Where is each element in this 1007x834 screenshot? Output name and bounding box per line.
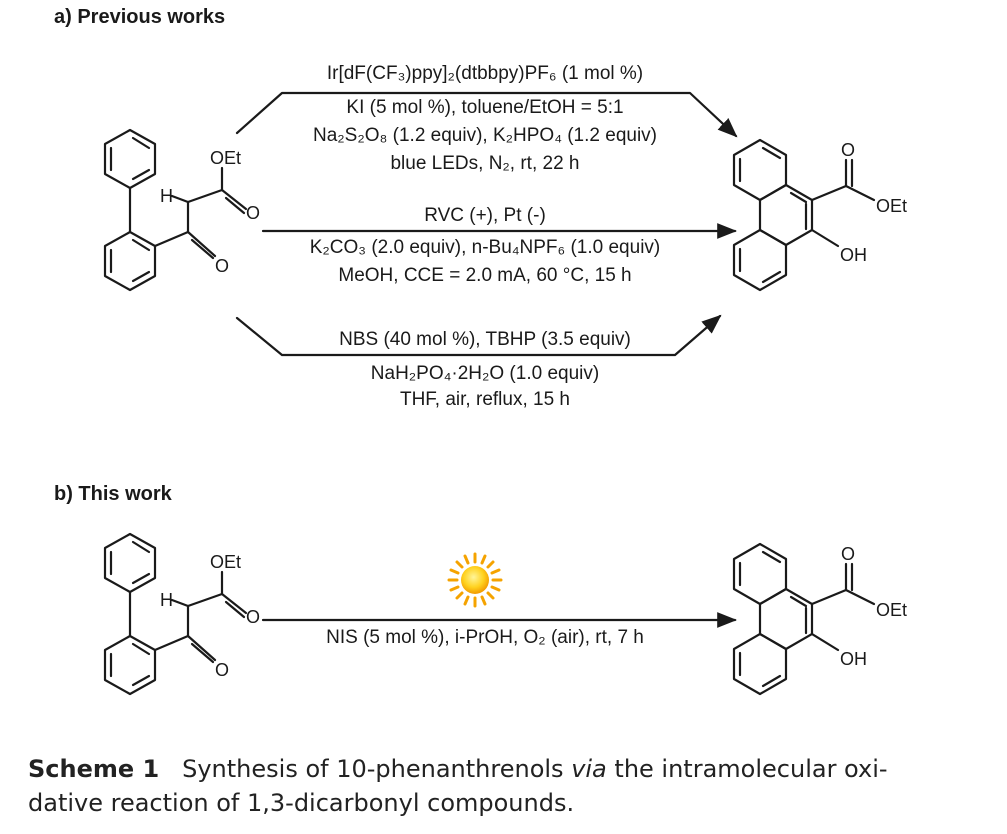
conditions-lower-3: THF, air, reflux, 15 h [399, 389, 570, 410]
label-oet-b: OEt [210, 552, 242, 572]
label-o-ester-a: O [246, 203, 261, 223]
conditions-lower-1: NBS (40 mol %), TBHP (3.5 equiv) [339, 329, 631, 350]
label-oet-product-a: OEt [876, 196, 908, 216]
conditions-lower-2: NaH₂PO₄·2H₂O (1.0 equiv) [370, 363, 600, 384]
label-h-a: H [160, 186, 173, 206]
label-o-ester-b: O [246, 607, 261, 627]
conditions-upper-4: blue LEDs, N₂, rt, 22 h [390, 153, 580, 174]
label-oh-product-a: OH [840, 245, 867, 265]
conditions-upper-1: Ir[dF(CF₃)ppy]₂(dtbbpy)PF₆ (1 mol %) [326, 63, 644, 84]
scheme-caption: Scheme 1 Synthesis of 10-phenanthrenols … [28, 752, 988, 820]
conditions-middle-1: RVC (+), Pt (-) [424, 205, 546, 226]
caption-text-2: the intramolecular oxi- [614, 755, 888, 783]
section-b-label: b) This work [54, 483, 172, 505]
label-o-product-a: O [841, 140, 856, 160]
conditions-upper-3: Na₂S₂O₈ (1.2 equiv), K₂HPO₄ (1.2 equiv) [313, 125, 657, 146]
sun-icon [447, 552, 503, 608]
label-o-ketone-b: O [215, 660, 230, 680]
conditions-middle-2: K₂CO₃ (2.0 equiv), n-Bu₄NPF₆ (1.0 equiv) [309, 237, 661, 258]
product-b [732, 542, 876, 696]
conditions-middle-3: MeOH, CCE = 2.0 mA, 60 °C, 15 h [338, 265, 632, 286]
arrow-lower [235, 314, 722, 357]
starting-material-a [103, 128, 248, 292]
label-h-b: H [160, 590, 173, 610]
caption-italic: via [571, 755, 607, 783]
label-oet-product-b: OEt [876, 600, 908, 620]
starting-material-b [103, 532, 248, 696]
section-a-label: a) Previous works [54, 6, 226, 28]
caption-line-2: dative reaction of 1,3-dicarbonyl compou… [28, 789, 575, 817]
arrow-upper [235, 91, 738, 138]
product-a [732, 138, 876, 292]
label-oh-product-b: OH [840, 649, 867, 669]
label-oet-a: OEt [210, 148, 242, 168]
caption-text-1: Synthesis of 10-phenanthrenols [182, 755, 564, 783]
label-o-ketone-a: O [215, 256, 230, 276]
conditions-upper-2: KI (5 mol %), toluene/EtOH = 5:1 [346, 97, 624, 118]
conditions-this-work: NIS (5 mol %), i-PrOH, O₂ (air), rt, 7 h [326, 627, 644, 648]
label-o-product-b: O [841, 544, 856, 564]
caption-scheme-label: Scheme 1 [28, 755, 160, 783]
caption-line-1: Scheme 1 Synthesis of 10-phenanthrenols … [28, 752, 988, 786]
